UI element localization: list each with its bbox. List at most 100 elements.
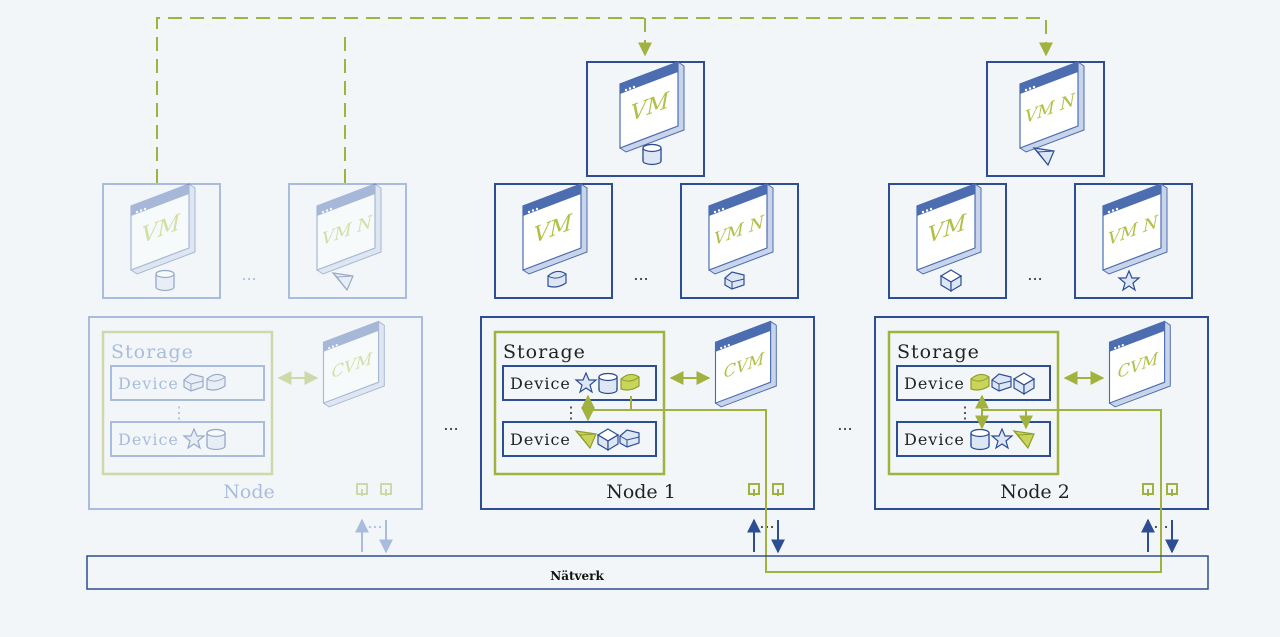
vm-box [888, 183, 1007, 299]
cube-icon [596, 428, 620, 452]
pentagon-prism [619, 429, 640, 448]
window-dot [1028, 87, 1032, 90]
prism-edge [332, 272, 354, 278]
vmn-window-icon: VM N [1019, 61, 1085, 153]
window-face [130, 183, 190, 271]
cylinder-fill [599, 378, 617, 390]
node-box [874, 316, 1209, 510]
pentagon-prism [724, 271, 745, 290]
window-dot [143, 207, 147, 211]
migration-line-vm [156, 17, 1053, 183]
storage-box [493, 330, 666, 476]
device-label: Device [904, 430, 965, 449]
prism-edge [1037, 151, 1049, 166]
window-dot [727, 344, 730, 347]
disc-icon [547, 270, 567, 288]
window-dot [331, 345, 335, 348]
vm-window-icon: VM [522, 183, 588, 275]
window-dot [321, 210, 325, 214]
star-icon [182, 427, 206, 450]
star-icon [1117, 269, 1141, 292]
device-vdots: ⋮ [563, 403, 579, 422]
vmn-box [288, 183, 407, 299]
window-dot [135, 210, 139, 214]
vmn-box [1074, 183, 1193, 299]
cylinder-body [155, 273, 175, 288]
window-dot [527, 210, 531, 214]
window-face [322, 320, 380, 404]
window-dot [624, 88, 628, 92]
window-dot [1107, 210, 1111, 214]
vmn-window-icon: VM N [708, 183, 774, 275]
window-dot [1121, 344, 1124, 347]
device-box [110, 421, 265, 457]
migrated-vm-box [586, 61, 705, 177]
window-dot [1032, 85, 1036, 89]
device-label: Device [118, 374, 179, 393]
disc-shape [547, 270, 567, 288]
vm-window-icon: VM [916, 183, 982, 275]
window-dot [723, 345, 727, 348]
cylinder-cap [206, 428, 226, 438]
window-dot [628, 87, 632, 90]
network-bar [86, 555, 1209, 590]
cylinder-fill [643, 149, 661, 161]
cylinder-icon [642, 143, 662, 166]
window-dot [1024, 88, 1028, 92]
node-ellipsis: ... [443, 415, 458, 434]
cylinder-top [155, 269, 175, 279]
node-ellipsis: ... [837, 415, 852, 434]
cube-right [950, 274, 962, 293]
storage-label: Storage [503, 341, 586, 363]
window-dot [535, 207, 539, 211]
window-dot [329, 207, 333, 211]
disc-edge [547, 273, 567, 279]
window-dot [139, 209, 143, 212]
pent-icon [991, 373, 1012, 392]
window-dot [632, 85, 636, 89]
cylinder-cap [155, 269, 175, 279]
window-side [130, 183, 196, 275]
cylinder-fill [156, 275, 174, 287]
window-dot [921, 210, 925, 214]
disc-edge [620, 376, 640, 382]
cube-right [1023, 377, 1035, 396]
tri-icon [331, 272, 354, 292]
network-label: Nätverk [550, 569, 604, 583]
disc-shape [970, 373, 990, 391]
window-titlebar [317, 184, 375, 216]
storage-box [887, 330, 1060, 476]
window-dot [335, 344, 338, 347]
vm-box [102, 183, 221, 299]
disc-icon [970, 373, 990, 391]
device-box [896, 365, 1051, 401]
device-label: Device [904, 374, 965, 393]
cylinder-bottom [206, 441, 226, 451]
cyl-icon [598, 372, 618, 395]
vm-window-icon: VM [130, 183, 196, 275]
device-box [896, 421, 1051, 457]
cylinder-top [206, 428, 226, 438]
star-icon [990, 427, 1014, 450]
port-ellipsis: ... [367, 513, 382, 532]
prism-edge [579, 434, 591, 449]
vmn-box [680, 183, 799, 299]
pentagon-prism [183, 373, 204, 392]
tri-icon [1012, 430, 1035, 450]
vm-box [494, 183, 613, 299]
star-prism [182, 427, 206, 450]
cylinder-cap [642, 143, 662, 153]
cyl-icon [206, 428, 226, 451]
pent-icon [183, 373, 204, 392]
window-side [316, 183, 382, 275]
cylinder-fill [971, 434, 989, 446]
device-vdots: ⋮ [957, 403, 973, 422]
prism-edge [1017, 434, 1029, 449]
cylinder-fill [207, 434, 225, 446]
star-prism [1117, 269, 1141, 292]
cvm-window-icon: CVM [714, 320, 777, 408]
node-box [480, 316, 815, 510]
cylinder-bottom [155, 282, 175, 292]
cube-icon [1012, 372, 1036, 396]
